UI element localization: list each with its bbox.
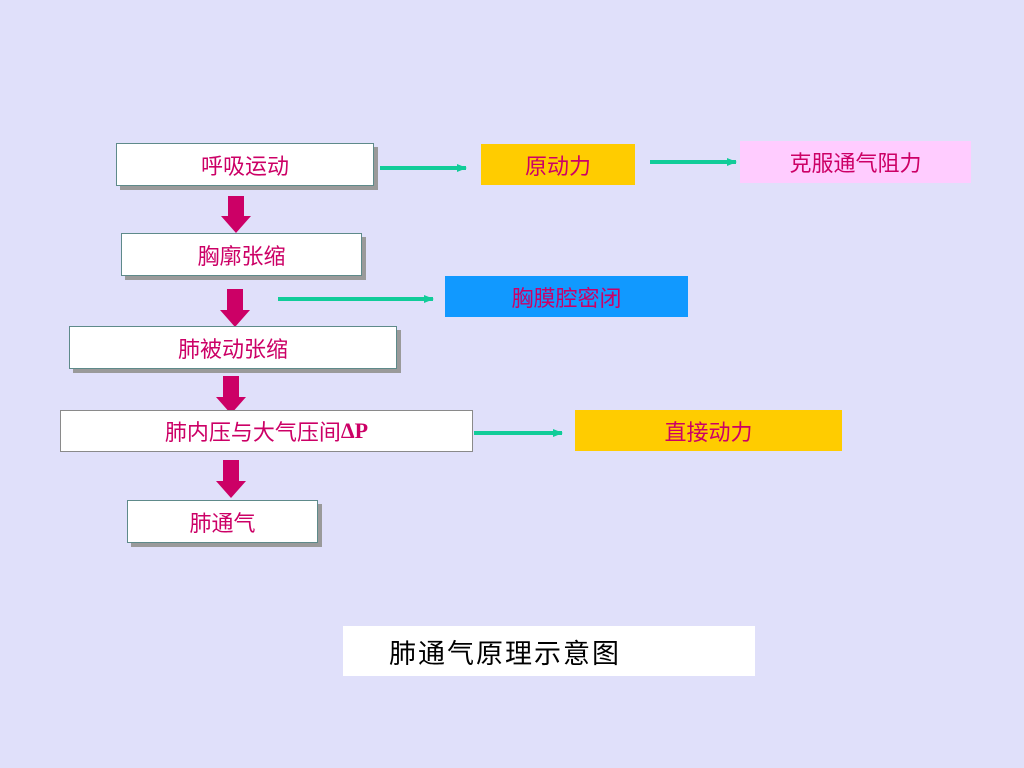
down-arrow-1 — [221, 196, 251, 233]
step-lung-ventilation-label: 肺通气 — [189, 511, 256, 537]
box-direct-force-label: 直接动力 — [664, 420, 753, 446]
down-arrow-3 — [216, 376, 246, 414]
box-primary-force-label: 原动力 — [524, 154, 591, 180]
step-lung-passive-expansion: 肺被动张缩 — [69, 326, 397, 369]
down-arrow-4 — [216, 460, 246, 498]
step-lung-passive-expansion-label: 肺被动张缩 — [177, 337, 288, 363]
box-primary-force: 原动力 — [481, 144, 635, 185]
down-arrow-2 — [220, 289, 250, 327]
step-respiratory-movement-label: 呼吸运动 — [200, 154, 289, 180]
delta-p-symbol: ΔP — [340, 418, 369, 443]
step-thorax-expansion: 胸廓张缩 — [121, 233, 362, 276]
diagram-caption-text: 肺通气原理示意图 — [389, 638, 621, 670]
box-pleural-cavity-closed: 胸膜腔密闭 — [445, 276, 688, 317]
step-thorax-expansion-label: 胸廓张缩 — [197, 244, 286, 270]
step-pressure-difference-label: 肺内压与大气压间 — [164, 421, 341, 446]
box-overcome-resistance-label: 克服通气阻力 — [789, 152, 922, 177]
diagram-caption: 肺通气原理示意图 — [343, 626, 755, 676]
box-pleural-cavity-closed-label: 胸膜腔密闭 — [511, 286, 622, 312]
box-direct-force: 直接动力 — [575, 410, 842, 451]
step-lung-ventilation: 肺通气 — [127, 500, 318, 543]
step-respiratory-movement: 呼吸运动 — [116, 143, 374, 186]
box-overcome-resistance: 克服通气阻力 — [740, 141, 971, 183]
